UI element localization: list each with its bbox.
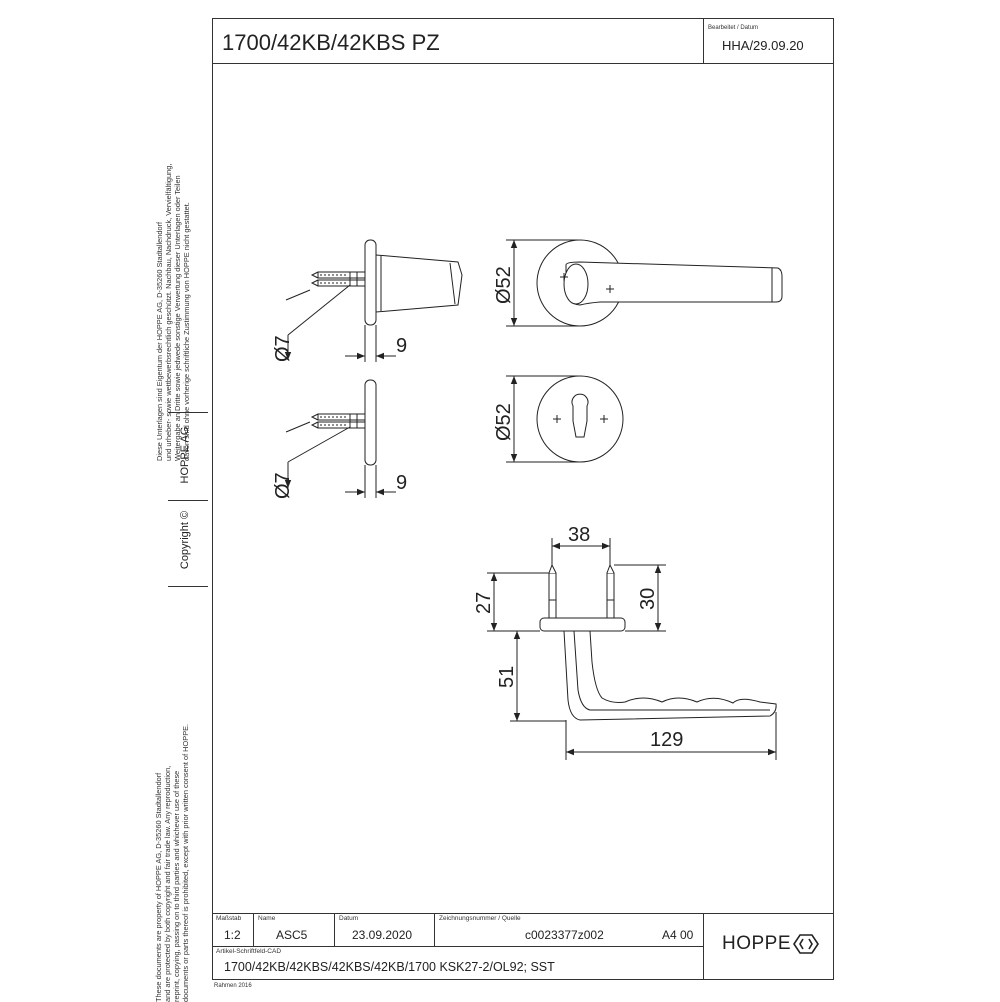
scale-label: Maßstab [216,915,242,922]
front-view-escutcheon [536,375,624,463]
name-label: Name [258,915,276,922]
dim-thickness-bottom: 9 [396,472,407,494]
edited-value: HHA/29.09.20 [722,38,804,53]
dim-pin-dia-bottom: Ø7 [272,472,294,499]
dim-pin-len-right: 30 [637,588,659,610]
dim-thickness-top: 9 [396,335,407,357]
dim-pin-dia-top: Ø7 [272,335,294,362]
date-value: 23.09.2020 [352,928,413,942]
dim-pin-spacing: 38 [568,524,590,546]
article-value: 1700/42KB/42KBS/42KBS/42KB/1700 KSK27-2/… [224,960,555,974]
drawing-number-value: c0023377z002 [525,928,604,942]
dim-lever-height: 51 [496,666,518,688]
side-divider-3 [168,586,208,587]
article-label: Artikel-Schriftfeld-CAD [216,948,282,955]
drawing-number-label: Zeichnungsnummer / Quelle [439,915,521,922]
side-divider-2 [168,500,208,501]
name-value: ASC5 [276,928,308,942]
hoppe-logo-icon [793,934,819,954]
edited-label: Bearbeitet / Datum [708,25,759,31]
front-view-lever [536,239,783,327]
frame-label: Rahmen 2016 [214,983,252,989]
hoppe-logo: HOPPE [722,933,819,955]
titleblock-col-3 [434,913,435,946]
hoppe-logo-text: HOPPE [722,933,792,954]
plan-view-lever [539,563,777,721]
format-value: A4 00 [662,928,694,942]
dim-pin-len-left: 27 [473,592,495,614]
dim-lever-length: 129 [650,729,683,751]
side-divider-1 [168,412,208,413]
dim-rose-dia-top: Ø52 [493,266,515,304]
side-view-escutcheon [310,379,377,466]
titleblock-col-1 [253,913,254,946]
scale-value: 1:2 [224,928,241,942]
drawing-title: 1700/42KB/42KBS PZ [222,30,440,55]
titleblock-col-2 [334,913,335,946]
dim-rose-dia-bottom: Ø52 [493,403,515,441]
side-view-lever [310,239,463,326]
titleblock-row-divider [212,946,704,947]
titleblock-logo-divider [703,913,704,980]
date-label: Datum [339,915,359,922]
edited-box [703,18,834,64]
